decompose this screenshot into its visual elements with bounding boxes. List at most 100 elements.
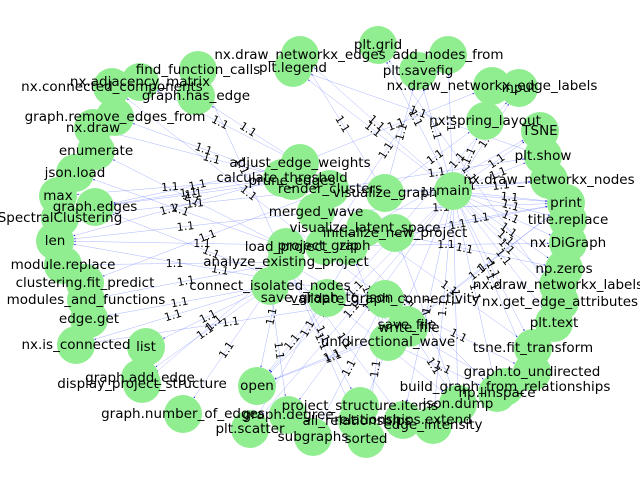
edge-weight-label: 1.1: [170, 201, 191, 219]
edge-weight-label: 1.1: [161, 180, 179, 194]
node-label-nx-draw-networkx-edge-labels: nx.draw_networkx_edge_labels: [387, 78, 598, 94]
node-nx-draw-networkx-edge-labels: [473, 67, 511, 105]
node-graph-edges: [76, 188, 114, 226]
edge-calculate-threshold-to-graph-edges: [113, 177, 283, 205]
node-label-load-project: load_project: [245, 239, 327, 255]
node-display-project-structure: [123, 365, 161, 403]
edge-calculate-threshold-to-max: [76, 177, 283, 196]
edge-analyze-existing-project-to-all-relationships: [285, 261, 350, 404]
node-graph-degree: [269, 396, 307, 434]
node-label-nx-connected-components: nx.connected_components: [21, 79, 203, 95]
node-label-adjust-edge-weights: adjust_edge_weights: [229, 155, 370, 171]
edge-main-to-all-relationships: [364, 190, 454, 404]
node-input: [500, 69, 538, 107]
edge-weight-label: 1.1: [163, 307, 184, 325]
node-merged-wave: [297, 193, 335, 231]
node-label-nx-draw: nx.draw: [66, 120, 120, 136]
edge-weight-label: 1.1: [393, 122, 410, 142]
edge-main-to-nx-draw-networkx-labels: [452, 190, 544, 273]
edge-main-to-open: [270, 190, 454, 373]
edge-weight-label: 1.1: [420, 296, 436, 316]
edge-weight-label: 1.1: [500, 197, 520, 214]
node-label-subgraphs: subgraphs: [278, 429, 349, 445]
nodes-layer: [36, 26, 587, 458]
node-validate-graph-connectivity: [366, 280, 404, 318]
node-label-nx-draw-networkx-edges: nx.draw_networkx_edges: [214, 47, 385, 63]
node-label-plt-show: plt.show: [515, 148, 572, 164]
edge-initialize-new-project-to-json-dump: [394, 232, 452, 387]
node-label-build-graph-from-relationships: build_graph_from_relationships: [400, 379, 611, 395]
node-label-input: input: [502, 80, 537, 96]
node-label-graph-add-edge: graph.add_edge: [85, 370, 195, 386]
edge-weight-label: 1.1: [455, 240, 475, 256]
edge-merged-wave-to-len: [73, 211, 317, 240]
node-label-spectralclustering: SpectralClustering: [0, 210, 122, 226]
node-label-sorted: sorted: [344, 431, 387, 447]
edge-prune-edges-to-graph-edges: [113, 180, 293, 206]
node-plt-savefig: [399, 52, 437, 90]
node-nx-adjacency-matrix: [121, 63, 159, 101]
node-label-plt-scatter: plt.scatter: [215, 421, 285, 437]
edges-layer: [73, 60, 561, 421]
node-label-visualize-graph: visualize_graph: [333, 185, 438, 201]
node-main: [434, 172, 472, 210]
node-label-save-file: save_file: [378, 317, 437, 333]
edge-weight-label: 1.1: [444, 114, 458, 132]
node-label-json-load: json.load: [44, 165, 106, 181]
node-label-display-project-structure: display_project_structure: [57, 376, 227, 392]
node-label-edge-get: edge.get: [59, 311, 119, 327]
edge-weight-label: 1.1: [376, 140, 396, 162]
node-visualize-graph: [366, 174, 404, 212]
node-label-add-nodes-from: add_nodes_from: [392, 47, 503, 63]
node-label-print: print: [550, 195, 582, 211]
edge-main-to-add-nodes-from: [447, 73, 454, 192]
edge-weight-label: 1.1: [467, 282, 483, 302]
node-nx-spring-layout: [466, 102, 504, 140]
edge-weight-label: 1.1: [193, 237, 211, 250]
node-label-zip: zip: [339, 238, 358, 254]
node-connect-isolated-nodes: [251, 267, 289, 305]
edge-plt-show-to-plt-legend: [310, 74, 544, 157]
node-initialize-new-project: [376, 214, 414, 252]
node-label-len: len: [45, 233, 66, 249]
edge-weight-label: 1.1: [221, 314, 240, 329]
node-label-nx-draw-networkx-labels: nx.draw_networkx_labels: [473, 277, 640, 293]
edge-validate-graph-connectivity-to-subgraphs: [321, 298, 386, 421]
edge-weight-label: 1.1: [237, 119, 259, 139]
node-add-nodes-from: [429, 36, 467, 74]
node-label-graph-number-of-edges: graph.number_of_edges: [101, 406, 265, 422]
node-subgraphs: [294, 418, 332, 456]
node-label-connect-isolated-nodes: connect_isolated_nodes: [189, 278, 350, 294]
edge-weight-label: 1.1: [436, 299, 450, 318]
edge-connect-isolated-nodes-to-graph-add-edge: [155, 285, 271, 368]
node-label-graph-degree: graph.degree: [242, 407, 333, 423]
edge-weight-label: 1.1: [197, 227, 218, 245]
edge-weight-label: 1.1: [200, 243, 221, 261]
node-label-unidirectional-wave: unidirectional_wave: [321, 334, 455, 350]
edge-merged-wave-to-print: [315, 202, 548, 213]
node-plt-grid: [359, 26, 397, 64]
edge-weight-label: 1.1: [492, 178, 511, 193]
node-label-clustering-fit-predict: clustering.fit_predict: [16, 275, 155, 291]
edge-weight-label: 1.1: [408, 103, 429, 121]
edge-main-to-np-zeros: [452, 190, 549, 259]
node-unidirectional-wave: [369, 323, 407, 361]
node-graph-has-edge: [177, 77, 215, 115]
node-label-find-function-calls: find_function_calls: [136, 62, 261, 78]
edge-weight-label: 1.1: [427, 121, 444, 141]
edge-weight-label: 1.1: [176, 219, 195, 234]
edge-render-clusters-to-clustering-fit-predict: [102, 188, 331, 277]
node-label-list: list: [136, 339, 156, 355]
edge-weight-label: 1.1: [420, 185, 438, 199]
edge-weight-label: 1.1: [210, 262, 229, 278]
edge-weight-label: 1.1: [323, 348, 344, 366]
node-relationships-extend: [384, 401, 422, 439]
node-label-open: open: [240, 378, 274, 394]
node-zip: [330, 227, 368, 265]
node-edge-intensity: [414, 406, 452, 444]
edge-weight-label: 1.1: [263, 307, 279, 327]
node-label-project-structure-items: project_structure.items: [282, 398, 439, 414]
node-label-project-graph: project_graph: [277, 238, 370, 254]
